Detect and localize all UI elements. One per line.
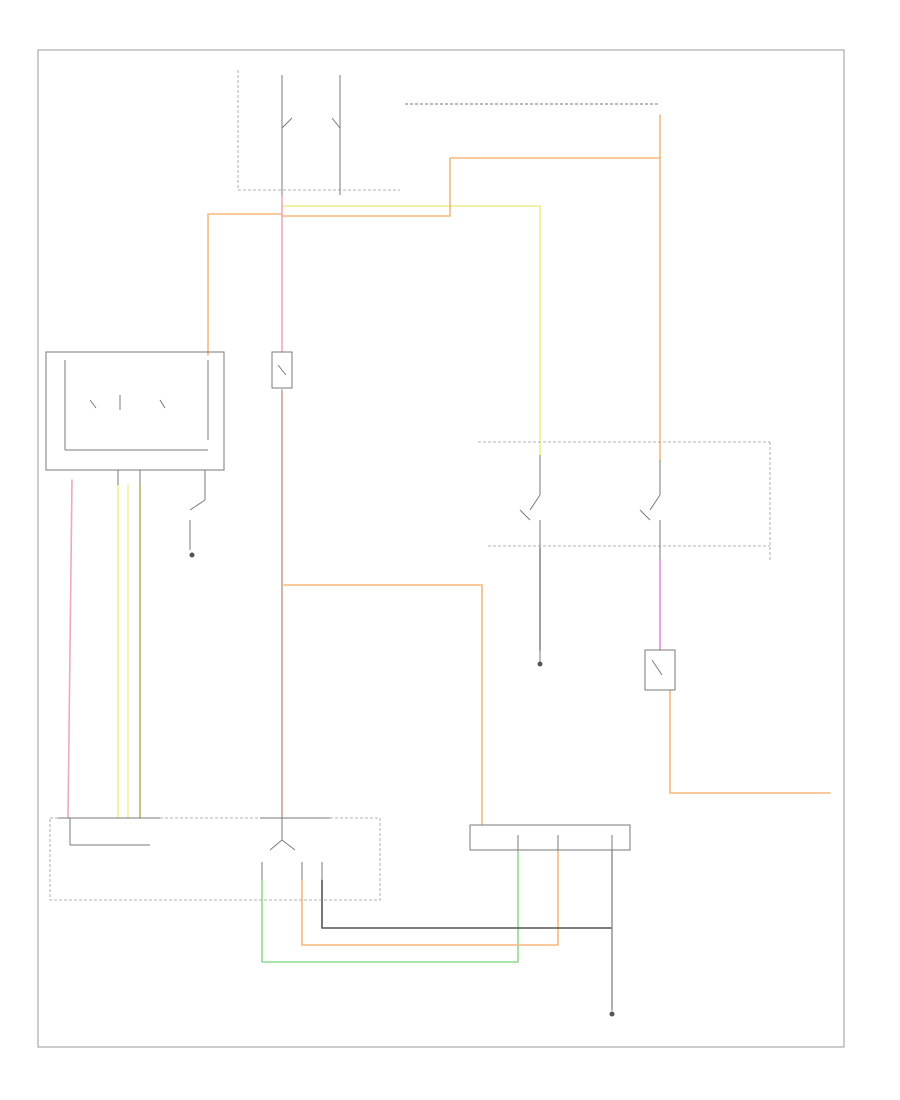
right-module <box>478 441 771 560</box>
bottom-left-connector <box>49 817 381 901</box>
wire-yellow-top <box>281 205 541 456</box>
wire-black-bottom <box>321 879 613 929</box>
right-switch-box <box>644 649 676 691</box>
center-relay <box>271 351 293 389</box>
left-module <box>45 351 225 485</box>
ground-icon <box>609 1011 615 1017</box>
left-switch-ground <box>189 470 206 558</box>
bottom-right-module <box>469 824 631 851</box>
wires <box>67 114 831 1011</box>
wire-green-bottom <box>261 849 519 963</box>
wire-orange-left-feed <box>207 213 283 356</box>
diagram-frame <box>37 49 845 1048</box>
wire-orange-top-right <box>281 157 661 217</box>
fuse-relay-box-top <box>237 70 660 195</box>
wire-pink-left <box>67 479 73 819</box>
wire-orange-right-lower <box>669 689 831 794</box>
wire-orange-middle <box>283 584 483 826</box>
ground-icon <box>189 552 195 558</box>
ground-icon <box>537 661 543 667</box>
components <box>45 70 771 1017</box>
wire-orange-bottom <box>301 849 559 946</box>
bottom-center-switch <box>260 817 330 880</box>
